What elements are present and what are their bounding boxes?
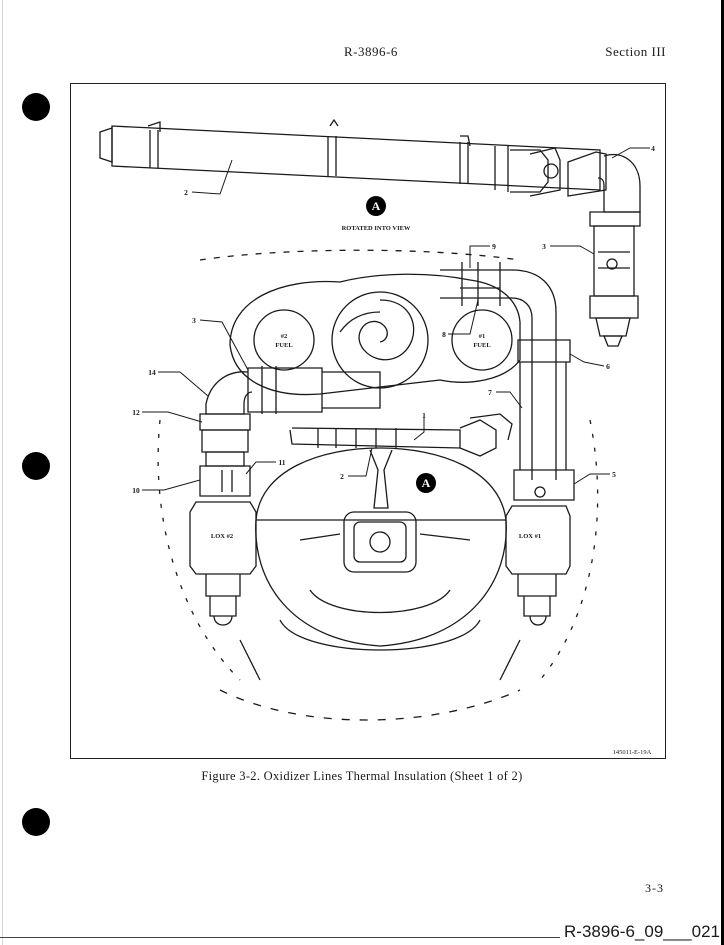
figure-frame xyxy=(70,83,666,759)
callout-2-upper: 2 xyxy=(184,188,188,197)
callout-2-lower: 2 xyxy=(340,472,344,481)
lox2-label: LOX #2 xyxy=(211,533,233,540)
binder-hole-bottom xyxy=(22,808,50,836)
document-number: R-3896-6 xyxy=(344,44,398,59)
figure-caption: Figure 3-2. Oxidizer Lines Thermal Insul… xyxy=(201,769,523,783)
view-a-marker-icon xyxy=(366,196,386,216)
callout-6: 6 xyxy=(606,362,610,371)
view-a-duct-assembly xyxy=(99,118,641,347)
binder-hole-top xyxy=(22,93,50,121)
callout-14: 14 xyxy=(148,368,156,377)
binder-hole-middle xyxy=(22,452,50,480)
callout-8: 8 xyxy=(442,330,446,339)
callout-leaders xyxy=(142,147,650,491)
page-number: 3-3 xyxy=(645,881,664,895)
detail-a-marker-icon xyxy=(416,473,436,493)
callout-11: 11 xyxy=(278,458,285,467)
view-a-letter: A xyxy=(372,199,381,213)
fuel2-label-line2: FUEL xyxy=(275,342,293,349)
detail-a-letter: A xyxy=(422,476,431,490)
footer-rule xyxy=(0,937,560,938)
callout-7: 7 xyxy=(488,388,492,397)
scan-left-edge xyxy=(2,0,3,945)
callout-3-right: 3 xyxy=(542,242,546,251)
callout-3-left: 3 xyxy=(192,316,196,325)
callout-9: 9 xyxy=(492,242,496,251)
fuel1-label-line2: FUEL xyxy=(473,342,491,349)
figure-id: 145011-E-19A xyxy=(613,749,652,756)
fuel1-label-line1: #1 xyxy=(479,333,486,340)
scan-right-edge xyxy=(721,0,724,945)
callout-1: 1 xyxy=(422,411,426,420)
lox1-label: LOX #1 xyxy=(519,533,541,540)
turbopump-assembly xyxy=(157,249,599,721)
callout-4: 4 xyxy=(651,144,655,153)
footer-document-id: R-3896-6_09___021 xyxy=(564,922,720,941)
callout-12: 12 xyxy=(132,408,140,417)
fuel2-label-line1: #2 xyxy=(281,333,288,340)
callout-10: 10 xyxy=(132,486,140,495)
callout-5: 5 xyxy=(612,470,616,479)
view-a-caption: ROTATED INTO VIEW xyxy=(342,225,411,232)
section-label: Section III xyxy=(605,44,666,59)
